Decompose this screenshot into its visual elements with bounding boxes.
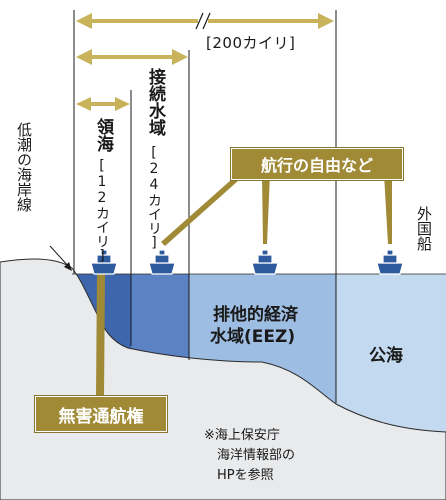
ship-icon xyxy=(376,249,404,275)
coast-landmass xyxy=(0,258,446,500)
eez-width-arrow xyxy=(76,12,334,30)
eez-label-line1: 排他的経済 xyxy=(213,305,298,325)
innocent-passage-callout: 無害通航権 xyxy=(35,396,167,432)
source-note-line3: HPを参照 xyxy=(217,468,274,483)
ship-icon xyxy=(148,249,176,275)
source-note-line2: 海洋情報部の xyxy=(217,448,296,463)
baseline-leader-arrowhead xyxy=(64,262,72,271)
freedom-pointers xyxy=(161,172,392,246)
baseline-label: 低潮の海岸線 xyxy=(15,122,33,212)
territorial-width-arrow xyxy=(76,97,130,111)
ship-icon xyxy=(90,249,118,275)
high-seas-label: 公海 xyxy=(369,346,403,366)
territorial-sea-width-label: [12カイリ] xyxy=(94,158,110,264)
eez-label-line2: 水域(EEZ) xyxy=(210,327,296,347)
innocent-passage-pointer xyxy=(96,270,105,398)
freedom-of-navigation-callout: 航行の自由など xyxy=(231,148,403,180)
ship-icon xyxy=(251,249,279,275)
eez-width-label: [200カイリ] xyxy=(206,34,296,52)
contiguous-zone-width-label: [24カイリ] xyxy=(146,145,162,251)
source-note-line1: ※海上保安庁 xyxy=(204,428,280,443)
innocent-passage-text: 無害通航権 xyxy=(58,406,144,427)
contiguous-zone-label: 接続水域 xyxy=(145,68,165,136)
contiguous-width-arrow xyxy=(76,49,188,65)
territorial-sea-label: 領海 xyxy=(93,118,113,152)
freedom-of-navigation-text: 航行の自由など xyxy=(260,156,373,175)
source-note: ※海上保安庁 海洋情報部の HPを参照 xyxy=(204,426,295,486)
foreign-ship-label: 外国船 xyxy=(415,206,433,251)
